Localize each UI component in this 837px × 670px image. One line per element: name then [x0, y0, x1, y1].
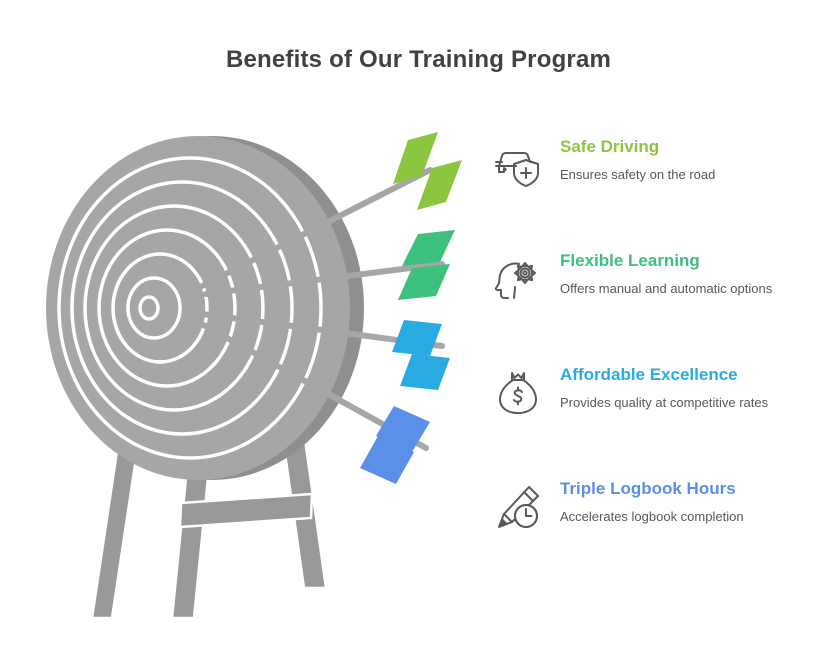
- benefit-text-affordable-excellence: Affordable Excellence Provides quality a…: [546, 362, 768, 411]
- arrow-fletching-3-lower: [400, 354, 450, 390]
- page-title: Benefits of Our Training Program: [225, 46, 612, 73]
- arrow-fletching-1-lower: [417, 160, 462, 210]
- arrow-fletching-2-lower: [398, 264, 450, 300]
- arrow-fletching-3-upper: [392, 320, 442, 356]
- target-bullseye: [138, 295, 160, 321]
- pencil-clock-icon: [490, 478, 546, 536]
- target-ring-5: [70, 180, 294, 436]
- arrow-affordable-excellence: [199, 311, 450, 390]
- benefit-description: Provides quality at competitive rates: [560, 395, 769, 410]
- arrow-shaft-1: [199, 167, 433, 289]
- target-ring-2: [111, 252, 209, 364]
- target-ring-3: [97, 228, 237, 388]
- arrow-triple-logbook-hours: [195, 319, 430, 484]
- target-ring-4: [83, 204, 265, 412]
- benefit-description: Offers manual and automatic options: [560, 281, 773, 296]
- arrow-fletching-4-upper: [376, 406, 430, 452]
- target-rings: [57, 156, 323, 460]
- benefit-title: Flexible Learning: [560, 251, 700, 270]
- head-gear-icon: [490, 250, 546, 308]
- benefit-item-flexible-learning[interactable]: Flexible Learning Offers manual and auto…: [490, 248, 830, 362]
- benefit-title: Affordable Excellence: [560, 365, 738, 384]
- benefit-item-triple-logbook-hours[interactable]: Triple Logbook Hours Accelerates logbook…: [490, 476, 830, 590]
- arrow-fletching-4-lower: [360, 436, 414, 484]
- benefit-description: Ensures safety on the road: [560, 167, 716, 182]
- benefit-text-triple-logbook-hours: Triple Logbook Hours Accelerates logbook…: [546, 476, 744, 525]
- target-board: [46, 136, 364, 480]
- benefit-text-flexible-learning: Flexible Learning Offers manual and auto…: [546, 248, 772, 297]
- benefit-item-safe-driving[interactable]: Safe Driving Ensures safety on the road: [490, 134, 830, 248]
- archery-target-illustration: [30, 118, 500, 638]
- benefits-list: Safe Driving Ensures safety on the road: [490, 134, 830, 590]
- target-face: [46, 136, 350, 480]
- arrow-safe-driving: [199, 132, 462, 289]
- benefit-item-affordable-excellence[interactable]: Affordable Excellence Provides quality a…: [490, 362, 830, 476]
- benefit-description: Accelerates logbook completion: [560, 509, 744, 524]
- stand-crossbar: [178, 492, 314, 529]
- arrow-shaft-2: [203, 261, 445, 297]
- arrow-fletching-2-upper: [402, 230, 455, 266]
- benefit-title: Triple Logbook Hours: [560, 479, 736, 498]
- target-ring-6: [57, 156, 323, 460]
- benefit-title: Safe Driving: [560, 137, 660, 156]
- target-ring-1: [126, 276, 182, 340]
- arrow-fletching-1-upper: [393, 132, 438, 184]
- money-bag-icon: [490, 364, 546, 422]
- arrow-flexible-learning: [203, 230, 455, 300]
- car-shield-icon: [490, 136, 546, 194]
- benefit-text-safe-driving: Safe Driving Ensures safety on the road: [546, 134, 715, 183]
